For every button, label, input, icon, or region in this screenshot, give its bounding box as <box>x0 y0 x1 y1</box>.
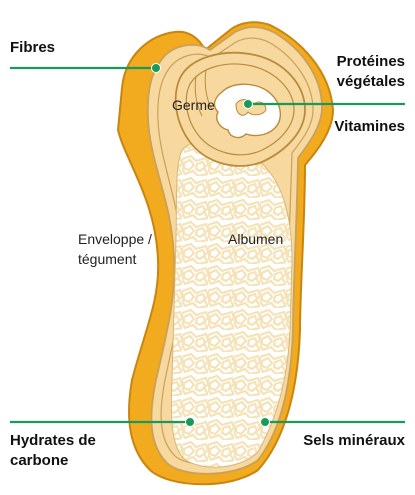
label-enveloppe-line1: Enveloppe / <box>78 231 152 247</box>
label-sels: Sels minéraux <box>303 432 405 449</box>
proteines-dot <box>244 100 253 109</box>
label-proteines-line1: Protéines <box>337 53 405 70</box>
label-albumen: Albumen <box>228 231 283 247</box>
label-hydrates-line1: Hydrates de <box>10 432 96 449</box>
label-fibres: Fibres <box>10 39 55 56</box>
label-germe: Germe <box>172 97 215 113</box>
sels-dot <box>261 418 270 427</box>
label-enveloppe-line2: tégument <box>78 251 136 267</box>
hydrates-dot <box>186 418 195 427</box>
label-vitamines: Vitamines <box>334 118 405 135</box>
label-hydrates-line2: carbone <box>10 452 68 469</box>
label-proteines-line2: végétales <box>337 73 405 90</box>
fibres-dot <box>152 64 161 73</box>
